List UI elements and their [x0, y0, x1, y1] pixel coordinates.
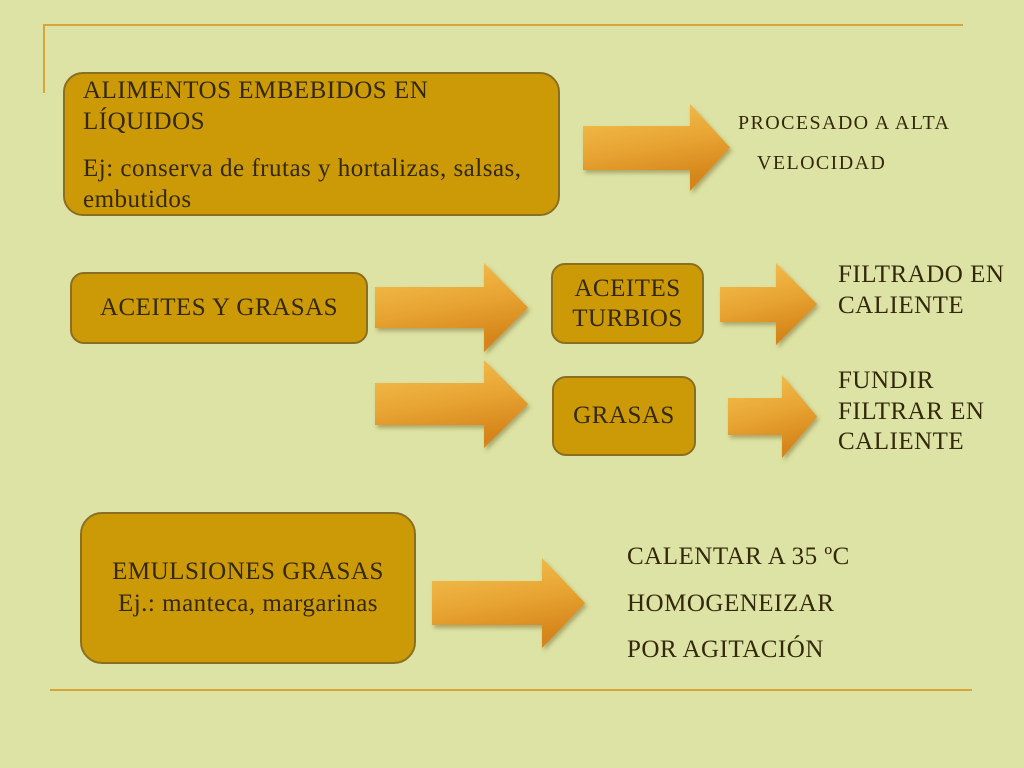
- bottom-rule: [50, 689, 972, 691]
- right-arrow-icon: [375, 360, 528, 448]
- right-arrow-icon: [728, 375, 817, 458]
- right-arrow-icon: [720, 263, 817, 345]
- title-line: LÍQUIDOS: [83, 108, 206, 135]
- example-line: Ej: conserva de frutas y hortalizas, sal…: [83, 155, 522, 182]
- right-arrow-icon: [432, 558, 585, 648]
- embedded-foods-result-line-1: PROCESADO A ALTA: [738, 112, 951, 134]
- right-arrow-icon: [583, 104, 730, 191]
- fat-emulsions-example: Ej.: manteca, margarinas: [117, 590, 379, 617]
- top-rule: [43, 24, 963, 26]
- embedded-foods-title: ALIMENTOS EMBEBIDOS EN LÍQUIDOS: [83, 75, 428, 137]
- fat-emulsions-box: EMULSIONES GRASAS Ej.: manteca, margarin…: [80, 512, 416, 664]
- step-line: CALENTAR A 35 ºC: [627, 543, 850, 570]
- fat-emulsions-title: EMULSIONES GRASAS: [112, 558, 384, 585]
- cloudy-oils-label-line: ACEITES: [574, 274, 681, 302]
- step-line: POR AGITACIÓN: [627, 636, 824, 663]
- fats-box: GRASAS: [552, 376, 696, 456]
- cloudy-oils-result: FILTRADO EN CALIENTE: [838, 259, 1004, 321]
- oils-and-fats-box: ACEITES Y GRASAS: [70, 272, 368, 344]
- right-arrow-icon: [375, 263, 528, 352]
- embedded-foods-box: ALIMENTOS EMBEBIDOS EN LÍQUIDOS Ej: cons…: [63, 72, 560, 216]
- oils-and-fats-label: ACEITES Y GRASAS: [99, 294, 339, 321]
- fats-result-line: FUNDIR: [838, 367, 935, 394]
- cloudy-oils-label-line: TURBIOS: [572, 304, 683, 332]
- left-rule: [43, 24, 45, 93]
- fats-result: FUNDIR FILTRAR EN CALIENTE: [838, 366, 984, 458]
- step-line: HOMOGENEIZAR: [627, 589, 835, 617]
- cloudy-oils-box: ACEITES TURBIOS: [551, 263, 704, 344]
- cloudy-oils-result-line: CALIENTE: [838, 292, 965, 319]
- title-line: ALIMENTOS EMBEBIDOS EN: [83, 77, 429, 104]
- fats-label: GRASAS: [573, 402, 675, 429]
- fats-result-line: CALIENTE: [838, 428, 965, 455]
- embedded-foods-example: Ej: conserva de frutas y hortalizas, sal…: [83, 153, 522, 215]
- fat-emulsions-steps: CALENTAR A 35 ºC HOMOGENEIZAR POR AGITAC…: [627, 534, 850, 674]
- cloudy-oils-result-line: FILTRADO EN: [838, 261, 1005, 288]
- example-line: embutidos: [83, 186, 192, 213]
- embedded-foods-result-line-2: VELOCIDAD: [757, 152, 887, 174]
- fats-result-line: FILTRAR EN: [838, 397, 985, 425]
